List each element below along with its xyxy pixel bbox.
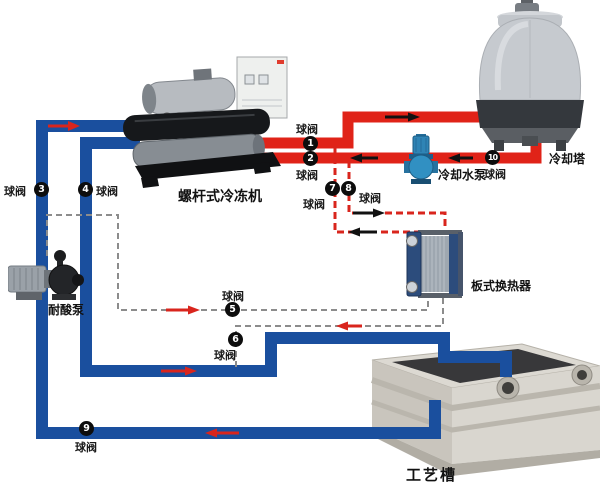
valve-4: 4	[78, 182, 93, 197]
acid-pump-illustration	[8, 250, 84, 304]
process-tank-label: 工艺槽	[406, 466, 458, 484]
valve-1: 1	[303, 136, 318, 151]
valve-7: 7	[325, 181, 340, 196]
cooling-water-pump-illustration	[404, 134, 438, 184]
valve-9-label: 球阀	[75, 441, 97, 454]
valve-1-label: 球阀	[296, 123, 318, 136]
valve-5: 5	[225, 302, 240, 317]
valve-3: 3	[34, 182, 49, 197]
valve-3-label: 球阀	[4, 185, 26, 198]
valve-6-label: 球阀	[214, 349, 236, 362]
valve-9: 9	[79, 421, 94, 436]
valve-2-label: 球阀	[296, 169, 318, 182]
plate-heat-exchanger-illustration	[404, 227, 468, 303]
valve-5-label: 球阀	[222, 290, 244, 303]
valve-8-label: 球阀	[359, 192, 381, 205]
chiller-label: 螺杆式冷冻机	[178, 189, 262, 205]
valve-4-label: 球阀	[96, 185, 118, 198]
valve-6: 6	[228, 332, 243, 347]
valve-2: 2	[303, 151, 318, 166]
process-dashed-pipes	[46, 214, 444, 368]
valve-7-label: 球阀	[303, 198, 325, 211]
screw-chiller-illustration	[105, 50, 305, 195]
plate-heat-exchanger-label: 板式换热器	[471, 279, 532, 293]
valve-10-label: 球阀	[484, 168, 506, 181]
valve-10: 10	[485, 150, 500, 165]
acid-pump-label: 耐酸泵	[48, 303, 85, 317]
flow-arrows	[48, 112, 473, 438]
cooling-water-pump-label: 冷却水泵	[438, 168, 487, 182]
valve-8: 8	[341, 181, 356, 196]
cooling-tower-label: 冷却塔	[549, 152, 586, 166]
cooling-tower-illustration	[468, 0, 594, 152]
